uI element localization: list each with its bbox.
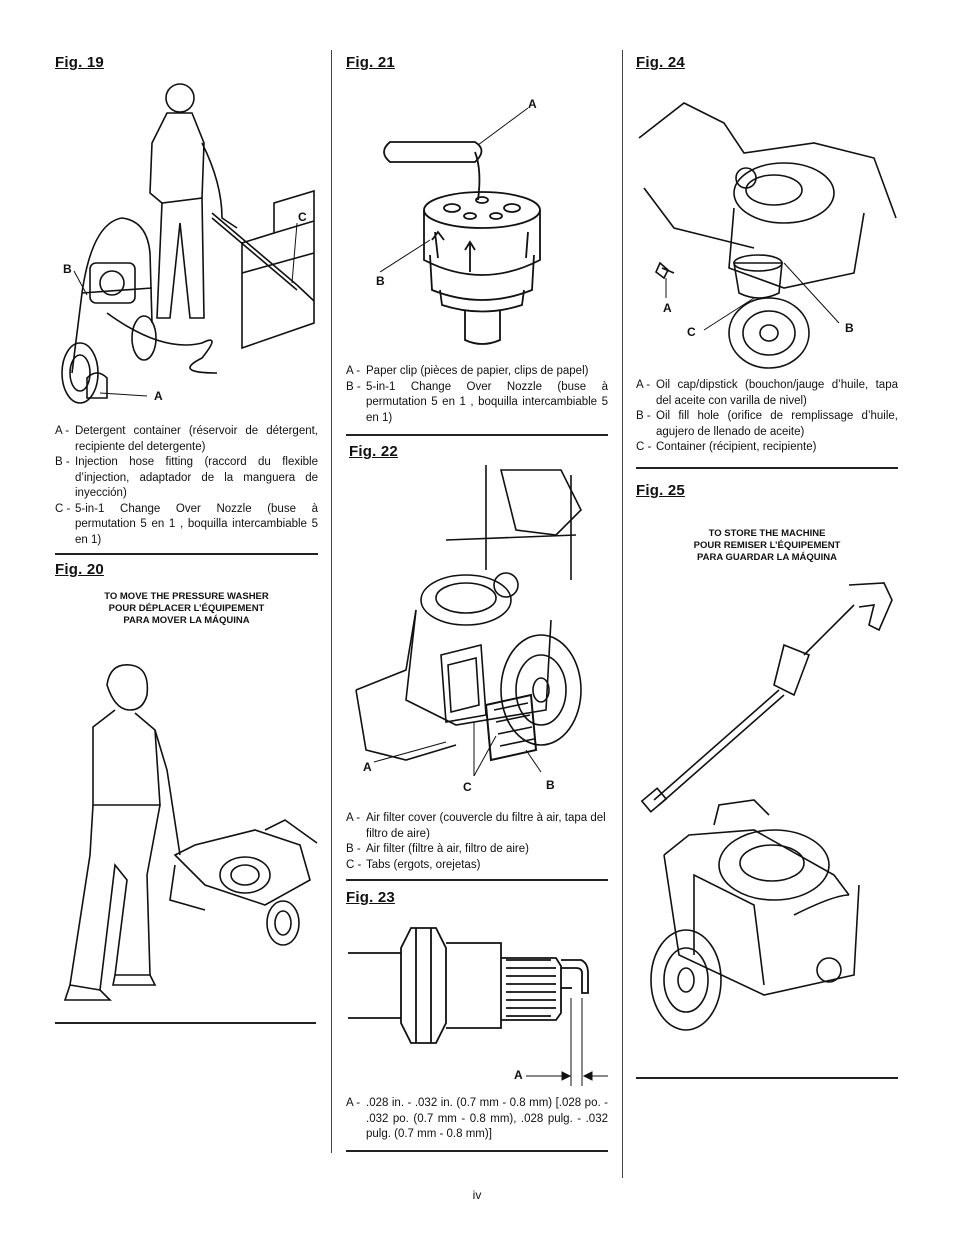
- fig25-title: Fig. 25: [636, 482, 685, 499]
- fig19-legend-item-a: A -Detergent container (réservoir de dét…: [55, 425, 318, 453]
- fig20-title: Fig. 20: [55, 561, 104, 578]
- fig19-legend: A -Detergent container (réservoir de dét…: [55, 424, 318, 548]
- fig24-legend-item-b: B -Oil fill hole (orifice de remplissage…: [636, 410, 898, 438]
- fig19-legend-item-b: B -Injection hose fitting (raccord du fl…: [55, 456, 318, 499]
- fig24-illustration: [638, 102, 897, 369]
- fig22-legend-item-a: A -Air filter cover (couvercle du filtre…: [346, 812, 606, 840]
- fig24-callout-b: B: [845, 321, 854, 335]
- fig23-illustration: [348, 927, 608, 1086]
- fig19-illustration: [61, 83, 315, 404]
- fig22-title: Fig. 22: [349, 443, 398, 460]
- fig21-callout-a: A: [528, 97, 537, 111]
- fig22-bottom-rule: [346, 879, 608, 881]
- fig19-callout-c: C: [298, 210, 307, 224]
- fig23-legend: A -.028 in. - .032 in. (0.7 mm - 0.8 mm)…: [346, 1096, 608, 1143]
- column-divider-left: [331, 50, 332, 1153]
- fig25-illustration: [640, 582, 893, 1031]
- fig19-legend-item-c: C -5-in-1 Change Over Nozzle (buse à per…: [55, 502, 318, 546]
- fig24-bottom-rule: [636, 467, 898, 469]
- fig24-title: Fig. 24: [636, 54, 685, 71]
- fig21-legend-item-b: B -5-in-1 Change Over Nozzle (buse à per…: [346, 380, 608, 424]
- page-number: iv: [472, 1188, 482, 1202]
- fig19-callout-b: B: [63, 262, 72, 276]
- fig19-callout-a: A: [154, 389, 163, 403]
- fig23-callout-a: A: [514, 1068, 523, 1082]
- fig22-callout-c: C: [463, 780, 472, 794]
- fig23-legend-item-a: A -.028 in. - .032 in. (0.7 mm - 0.8 mm)…: [346, 1097, 608, 1140]
- fig21-title: Fig. 21: [346, 54, 395, 71]
- fig22-legend: A -Air filter cover (couvercle du filtre…: [346, 811, 608, 873]
- fig22-illustration: [355, 465, 582, 777]
- fig24-callout-c: C: [687, 325, 696, 339]
- fig22-callout-a: A: [363, 760, 372, 774]
- fig22-legend-item-c: C -Tabs (ergots, orejetas): [346, 858, 481, 871]
- fig23-bottom-rule: [346, 1150, 608, 1152]
- fig21-callout-b: B: [376, 274, 385, 288]
- fig19-title: Fig. 19: [55, 54, 104, 71]
- fig25-caption: TO STORE THE MACHINE POUR REMISER L’ÉQUI…: [693, 528, 841, 563]
- fig19-bottom-rule: [55, 553, 318, 555]
- fig20-illustration: [63, 664, 318, 1001]
- fig20-caption: TO MOVE THE PRESSURE WASHER POUR DÉPLACE…: [104, 591, 269, 626]
- fig25-bottom-rule: [636, 1077, 898, 1079]
- fig21-illustration: [379, 107, 541, 345]
- fig24-callout-a: A: [663, 301, 672, 315]
- fig24-legend-item-a: A -Oil cap/dipstick (bouchon/jauge d’hui…: [636, 379, 898, 407]
- fig22-callout-b: B: [546, 778, 555, 792]
- fig23-title: Fig. 23: [346, 889, 395, 906]
- column-divider-right: [622, 50, 623, 1178]
- fig24-legend-item-c: C -Container (récipient, recipiente): [636, 441, 817, 453]
- fig21-bottom-rule: [346, 434, 608, 436]
- fig24-legend: A -Oil cap/dipstick (bouchon/jauge d’hui…: [636, 378, 898, 456]
- fig21-legend: A -Paper clip (pièces de papier, clips d…: [346, 364, 608, 426]
- fig22-legend-item-b: B -Air filter (filtre à air, filtro de a…: [346, 843, 529, 855]
- fig20-bottom-rule: [55, 1022, 316, 1024]
- fig21-legend-item-a: A -Paper clip (pièces de papier, clips d…: [346, 365, 589, 377]
